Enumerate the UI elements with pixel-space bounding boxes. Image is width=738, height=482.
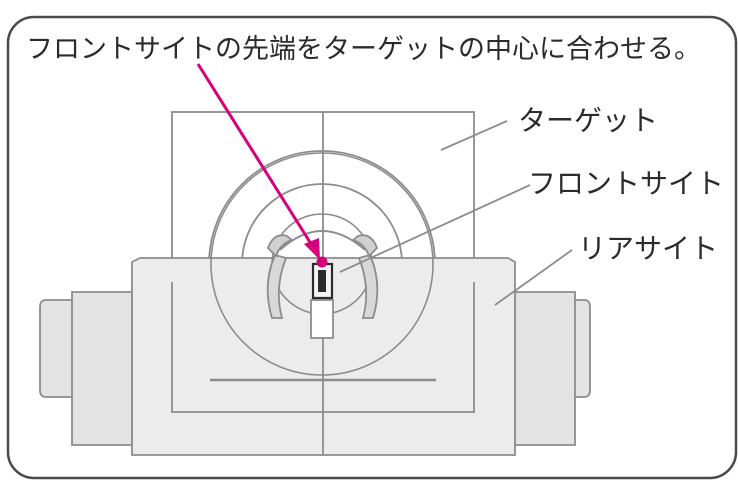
left-ear bbox=[266, 234, 294, 258]
instruction-text: フロントサイトの先端をターゲットの中心に合わせる。 bbox=[26, 34, 701, 65]
target-label: ターゲット bbox=[518, 104, 658, 137]
rear-sight-callout-line bbox=[494, 249, 573, 306]
target-callout-line bbox=[440, 120, 508, 151]
front-sight-label: フロントサイト bbox=[528, 167, 724, 200]
aperture-ring bbox=[266, 253, 288, 319]
rear-sight-left-cap bbox=[39, 299, 72, 398]
pointer-arrow bbox=[196, 63, 320, 260]
rear-sight-left-end bbox=[71, 291, 133, 446]
rear-sight-aperture bbox=[266, 230, 379, 339]
front-sight-blade bbox=[318, 270, 326, 292]
rear-sight bbox=[39, 257, 591, 456]
inner-ring-large bbox=[210, 152, 434, 376]
aperture-slot bbox=[310, 299, 334, 339]
rear-sight-right-end bbox=[514, 291, 576, 446]
callout-lines bbox=[339, 120, 573, 306]
front-sight-callout-line bbox=[339, 184, 531, 273]
pointer-line bbox=[196, 63, 315, 248]
rear-sight-label: リアサイト bbox=[578, 232, 718, 265]
front-sight bbox=[311, 256, 334, 300]
rear-sight-right-cap bbox=[575, 299, 591, 398]
right-ear bbox=[351, 234, 379, 258]
pointer-arrowhead bbox=[304, 238, 320, 260]
aperture-arc bbox=[279, 230, 366, 251]
aperture-ring-right bbox=[357, 253, 379, 319]
